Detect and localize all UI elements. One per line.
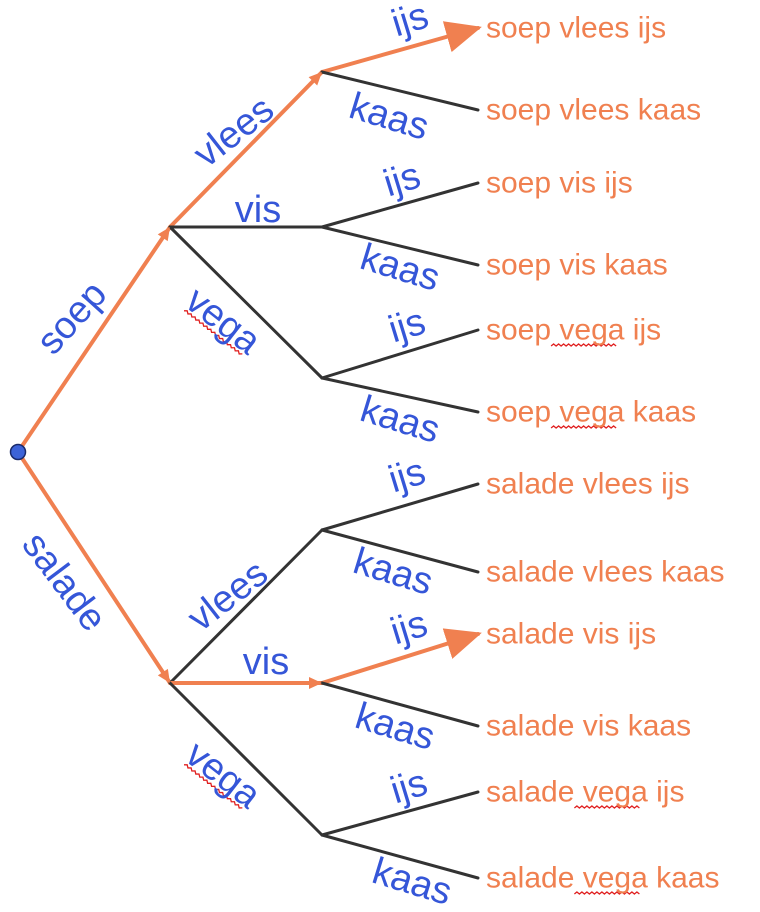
branch-label-kaas: kaas xyxy=(355,236,444,300)
spellcheck-underlines xyxy=(183,310,640,895)
branch-label-salade: salade xyxy=(14,525,115,640)
path-arrowhead-3 xyxy=(309,677,322,689)
spellcheck-underline xyxy=(573,805,640,809)
branch-label-ijs: ijs xyxy=(387,0,434,45)
outcome-label: salade vega kaas xyxy=(486,862,720,895)
branch-line-17-kaas xyxy=(320,681,480,728)
outcome-label: salade vlees kaas xyxy=(486,556,724,589)
branch-line-0-soep xyxy=(16,225,172,454)
branch-line-8-kaas xyxy=(320,225,480,267)
branch-line-11-vlees xyxy=(168,528,324,685)
branch-line-18-ijs xyxy=(320,790,480,837)
outcome-label: soep vis kaas xyxy=(486,249,668,282)
branch-label-kaas: kaas xyxy=(367,850,456,912)
outcome-label: salade vis ijs xyxy=(486,618,656,651)
branch-line-4-vega xyxy=(168,225,324,380)
branch-label-vega: vega xyxy=(178,733,269,817)
branch-label-ijs: ijs xyxy=(384,451,431,502)
branch-line-9-ijs xyxy=(320,328,480,380)
outcome-label: soep vega ijs xyxy=(486,314,661,347)
branch-label-kaas: kaas xyxy=(350,695,439,759)
outcome-label: salade vlees ijs xyxy=(486,468,689,501)
branch-line-2-vlees xyxy=(168,70,324,229)
branch-label-ijs: ijs xyxy=(386,762,433,813)
branch-line-6-kaas xyxy=(320,70,480,112)
outcome-label: soep vlees ijs xyxy=(486,12,666,45)
branch-label-kaas: kaas xyxy=(355,388,444,452)
root-node xyxy=(9,443,27,461)
outcome-label: soep vega kaas xyxy=(486,396,696,429)
branch-label-soep: soep xyxy=(29,273,115,362)
branch-line-14-ijs xyxy=(320,482,480,532)
branch-label-ijs: ijs xyxy=(386,603,433,654)
branch-line-10-kaas xyxy=(320,376,480,414)
branch-label-vis: vis xyxy=(235,189,281,231)
spellcheck-underline xyxy=(550,343,617,347)
spellcheck-underline xyxy=(183,310,243,355)
path-arrowhead-2 xyxy=(308,72,322,86)
branch-label-ijs: ijs xyxy=(379,155,426,206)
branch-line-19-kaas xyxy=(320,833,480,880)
path-arrowhead-0 xyxy=(157,227,170,242)
spellcheck-underline xyxy=(183,764,243,809)
path-arrowhead-1 xyxy=(157,668,170,683)
outcome-label: salade vega ijs xyxy=(486,776,684,809)
nodes xyxy=(9,443,27,461)
branch-line-16-ijs xyxy=(320,628,482,685)
branch-line-1-salade xyxy=(16,450,172,685)
branch-label-vis: vis xyxy=(243,641,289,683)
branch-line-13-vega xyxy=(168,681,324,837)
outcome-label: soep vis ijs xyxy=(486,167,633,200)
branch-label-kaas: kaas xyxy=(348,540,437,604)
outcome-labels: soep vlees ijs soep vlees kaas soep vis ij… xyxy=(486,12,724,895)
branch-label-vega: vega xyxy=(178,279,269,363)
outcome-label: salade vis kaas xyxy=(486,710,691,743)
branch-line-7-ijs xyxy=(320,181,480,229)
spellcheck-underline xyxy=(550,425,617,429)
branch-label-ijs: ijs xyxy=(384,301,431,352)
outcome-label: soep vlees kaas xyxy=(486,94,701,127)
spellcheck-underline xyxy=(573,891,640,895)
branch-line-5-ijs xyxy=(320,21,482,74)
branch-line-15-kaas xyxy=(320,528,480,574)
branch-lines xyxy=(16,21,482,880)
branch-labels: soepsaladevleesvisvegaijskaasijskaasijsk… xyxy=(14,0,457,912)
